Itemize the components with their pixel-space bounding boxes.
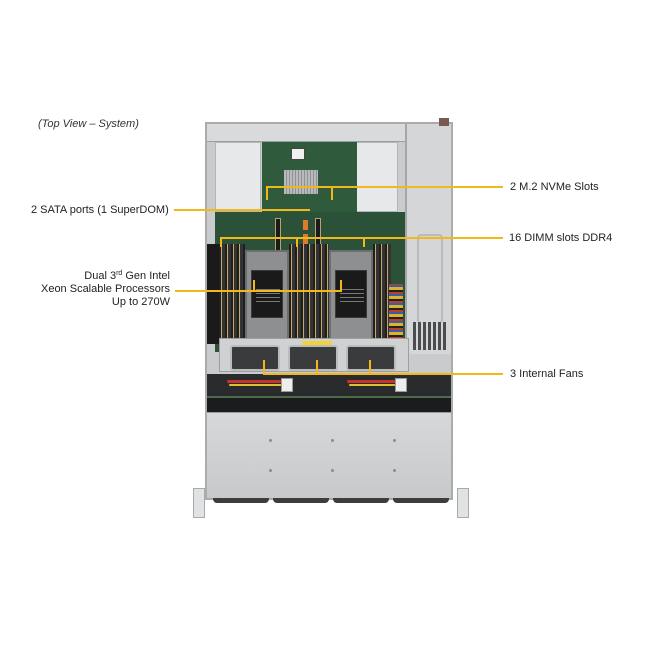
dimm-bank-2 [289, 244, 329, 344]
psu-handle [439, 118, 449, 126]
screw [269, 469, 272, 472]
power-connector-1 [281, 378, 293, 392]
callout-line-cpu [175, 290, 342, 292]
server-chassis-image [205, 118, 453, 503]
label-processors-line1-post: Gen Intel [122, 270, 170, 282]
callout-line-fans [263, 373, 503, 375]
cpu-2 [329, 250, 373, 340]
sata-port-1 [303, 220, 308, 230]
cable-yellow-1 [229, 384, 287, 386]
cpu-2-label [335, 270, 367, 318]
callout-tick-fan-2 [316, 360, 318, 374]
callout-tick-m2-1 [266, 186, 268, 200]
board-tag [291, 148, 305, 160]
label-processors-line3: Up to 270W [111, 296, 170, 308]
callout-tick-dimm-1 [220, 237, 222, 247]
chipset-heatsink [284, 170, 318, 194]
drive-bay-4 [393, 498, 449, 503]
cable-red-1 [227, 380, 287, 383]
motherboard-upper [262, 142, 357, 217]
screw [331, 469, 334, 472]
fan-tray-tag [302, 341, 332, 346]
drive-bay-3 [333, 498, 389, 503]
dimm-bank-1 [219, 244, 245, 344]
callout-line-dimm [220, 237, 503, 239]
cable-red-2 [347, 380, 399, 383]
callout-tick-cpu-2 [340, 280, 342, 292]
screw [331, 439, 334, 442]
label-internal-fans: 3 Internal Fans [510, 368, 584, 380]
screw [393, 469, 396, 472]
callout-tick-m2-2 [331, 186, 333, 200]
label-processors-sup: rd [116, 270, 123, 277]
power-supply [405, 118, 451, 354]
view-caption: (Top View – System) [38, 118, 139, 130]
label-processors-line1-pre: Dual 3 [84, 270, 117, 282]
rear-expansion-slot-left [215, 142, 261, 212]
cable-bundle [389, 284, 403, 344]
screw [393, 439, 396, 442]
label-m2-slots: 2 M.2 NVMe Slots [510, 181, 599, 193]
cable-area [207, 374, 451, 400]
drive-bay-2 [273, 498, 329, 503]
fan-2 [288, 345, 338, 371]
cable-yellow-2 [349, 384, 401, 386]
sata-port-2 [303, 234, 308, 244]
label-processors-line1: Dual 3rd Gen Intel [40, 270, 170, 283]
dimm-bank-3 [373, 244, 391, 344]
cable-left [207, 244, 219, 344]
rack-ear-right [457, 488, 469, 518]
label-processors-line2: Xeon Scalable Processors [40, 283, 170, 295]
callout-line-sata [174, 209, 310, 211]
rack-ear-left [193, 488, 205, 518]
fan-tray [219, 338, 409, 372]
psu-tab [417, 234, 443, 324]
fan-1 [230, 345, 280, 371]
power-connector-2 [395, 378, 407, 392]
fan-3 [346, 345, 396, 371]
label-sata-ports: 2 SATA ports (1 SuperDOM) [31, 204, 169, 216]
screw [269, 439, 272, 442]
label-processors: Dual 3rd Gen Intel Xeon Scalable Process… [40, 270, 170, 309]
rear-expansion-slot-right [352, 142, 398, 212]
drive-backplane [207, 396, 451, 412]
callout-tick-fan-3 [369, 360, 371, 374]
label-dimm-slots: 16 DIMM slots DDR4 [509, 232, 613, 244]
callout-tick-dimm-2 [296, 237, 298, 247]
callout-tick-cpu-1 [253, 280, 255, 292]
psu-vent [413, 322, 447, 350]
callout-tick-dimm-3 [363, 237, 365, 247]
rear-io-bar [207, 124, 451, 142]
cpu-1-label [251, 270, 283, 318]
m2-slot-1 [275, 218, 281, 252]
front-cover [207, 412, 451, 498]
drive-bay-1 [213, 498, 269, 503]
callout-line-m2 [266, 186, 503, 188]
cpu-1 [245, 250, 289, 340]
callout-tick-fan-1 [263, 360, 265, 374]
